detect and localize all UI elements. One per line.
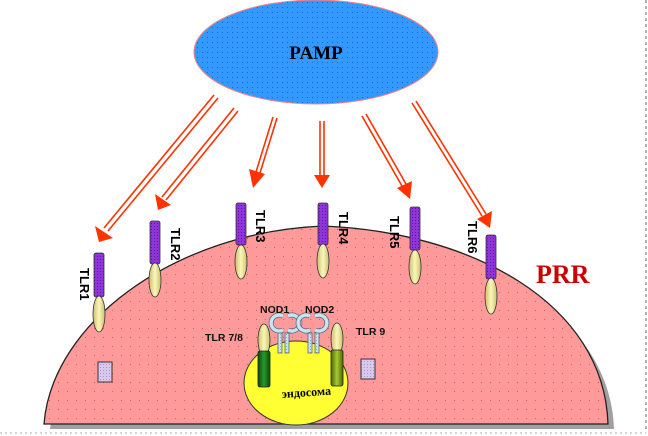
receptor-tlr9: TLR 9 (330, 322, 385, 387)
vesicle-right (360, 358, 376, 380)
endosome-label: эндосома (281, 384, 331, 401)
receptor-label: TLR3 (253, 210, 268, 243)
tlr9-label: TLR 9 (356, 326, 385, 338)
receptor-label: TLR6 (465, 221, 480, 254)
arrow-to-tlr4 (314, 121, 330, 188)
tlr78-label: TLR 7/8 (205, 332, 243, 344)
prr-label: PRR (536, 260, 590, 289)
receptor-label: TLR4 (336, 212, 351, 245)
vesicle-left (97, 361, 113, 383)
receptor-tlr78: TLR 7/8 (205, 323, 271, 388)
surface-receptors: TLR1 TLR2 TLR3 TLR4 TLR5 (77, 202, 498, 333)
nod1-label: NOD1 (260, 304, 289, 316)
pamp-node: PAMP (193, 0, 439, 105)
arrow-to-tlr2 (155, 107, 239, 210)
nod2-label: NOD2 (305, 304, 334, 316)
receptor-label: TLR1 (77, 268, 92, 301)
receptor-tlr5: TLR5 (387, 206, 422, 285)
arrow-to-tlr1 (95, 94, 219, 242)
pamp-label: PAMP (289, 43, 343, 64)
arrow-to-tlr5 (361, 113, 412, 199)
receptor-tlr2: TLR2 (148, 220, 183, 298)
arrow-to-tlr3 (249, 116, 278, 188)
receptor-label: TLR2 (168, 228, 183, 261)
receptor-tlr1: TLR1 (77, 252, 106, 333)
receptor-tlr3: TLR3 (234, 202, 268, 280)
receptor-tlr4: TLR4 (316, 202, 351, 279)
receptor-nod2: NOD2 (295, 304, 334, 354)
receptor-label: TLR5 (387, 216, 402, 249)
receptor-tlr6: TLR6 (465, 221, 498, 315)
arrows (95, 94, 492, 242)
arrow-to-tlr6 (411, 100, 492, 228)
